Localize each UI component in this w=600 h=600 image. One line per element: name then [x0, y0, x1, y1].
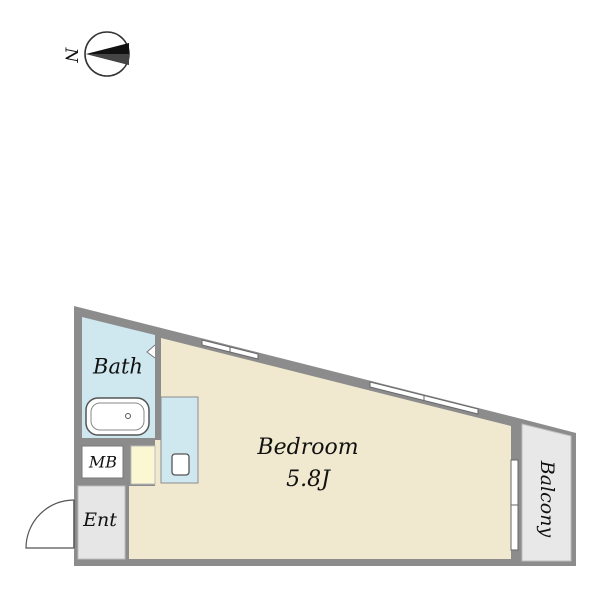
mb-label: MB [88, 453, 117, 472]
mb-room [81, 445, 124, 479]
entrance-label: Ent [82, 509, 117, 531]
sink-icon [171, 453, 190, 476]
bedroom-floor [129, 338, 511, 559]
north-label: N [61, 47, 81, 64]
bath-label: Bath [92, 355, 143, 379]
kitchen-counter [160, 396, 199, 484]
entrance-floor [77, 485, 126, 560]
fridge-space [130, 445, 156, 485]
balcony-label: Balcony [536, 460, 558, 538]
windows [201, 339, 479, 415]
bedroom-size: 5.8J [286, 467, 331, 492]
balcony-window [510, 459, 519, 551]
north-arrow-highlight [86, 54, 129, 65]
balcony-floor [521, 423, 572, 562]
bedroom-label: Bedroom [256, 435, 358, 460]
compass: N [61, 31, 130, 77]
bathtub-drain [125, 413, 131, 419]
bathtub-inner [90, 402, 145, 431]
entrance-door-swing [25, 499, 75, 549]
bath-door [146, 344, 156, 359]
